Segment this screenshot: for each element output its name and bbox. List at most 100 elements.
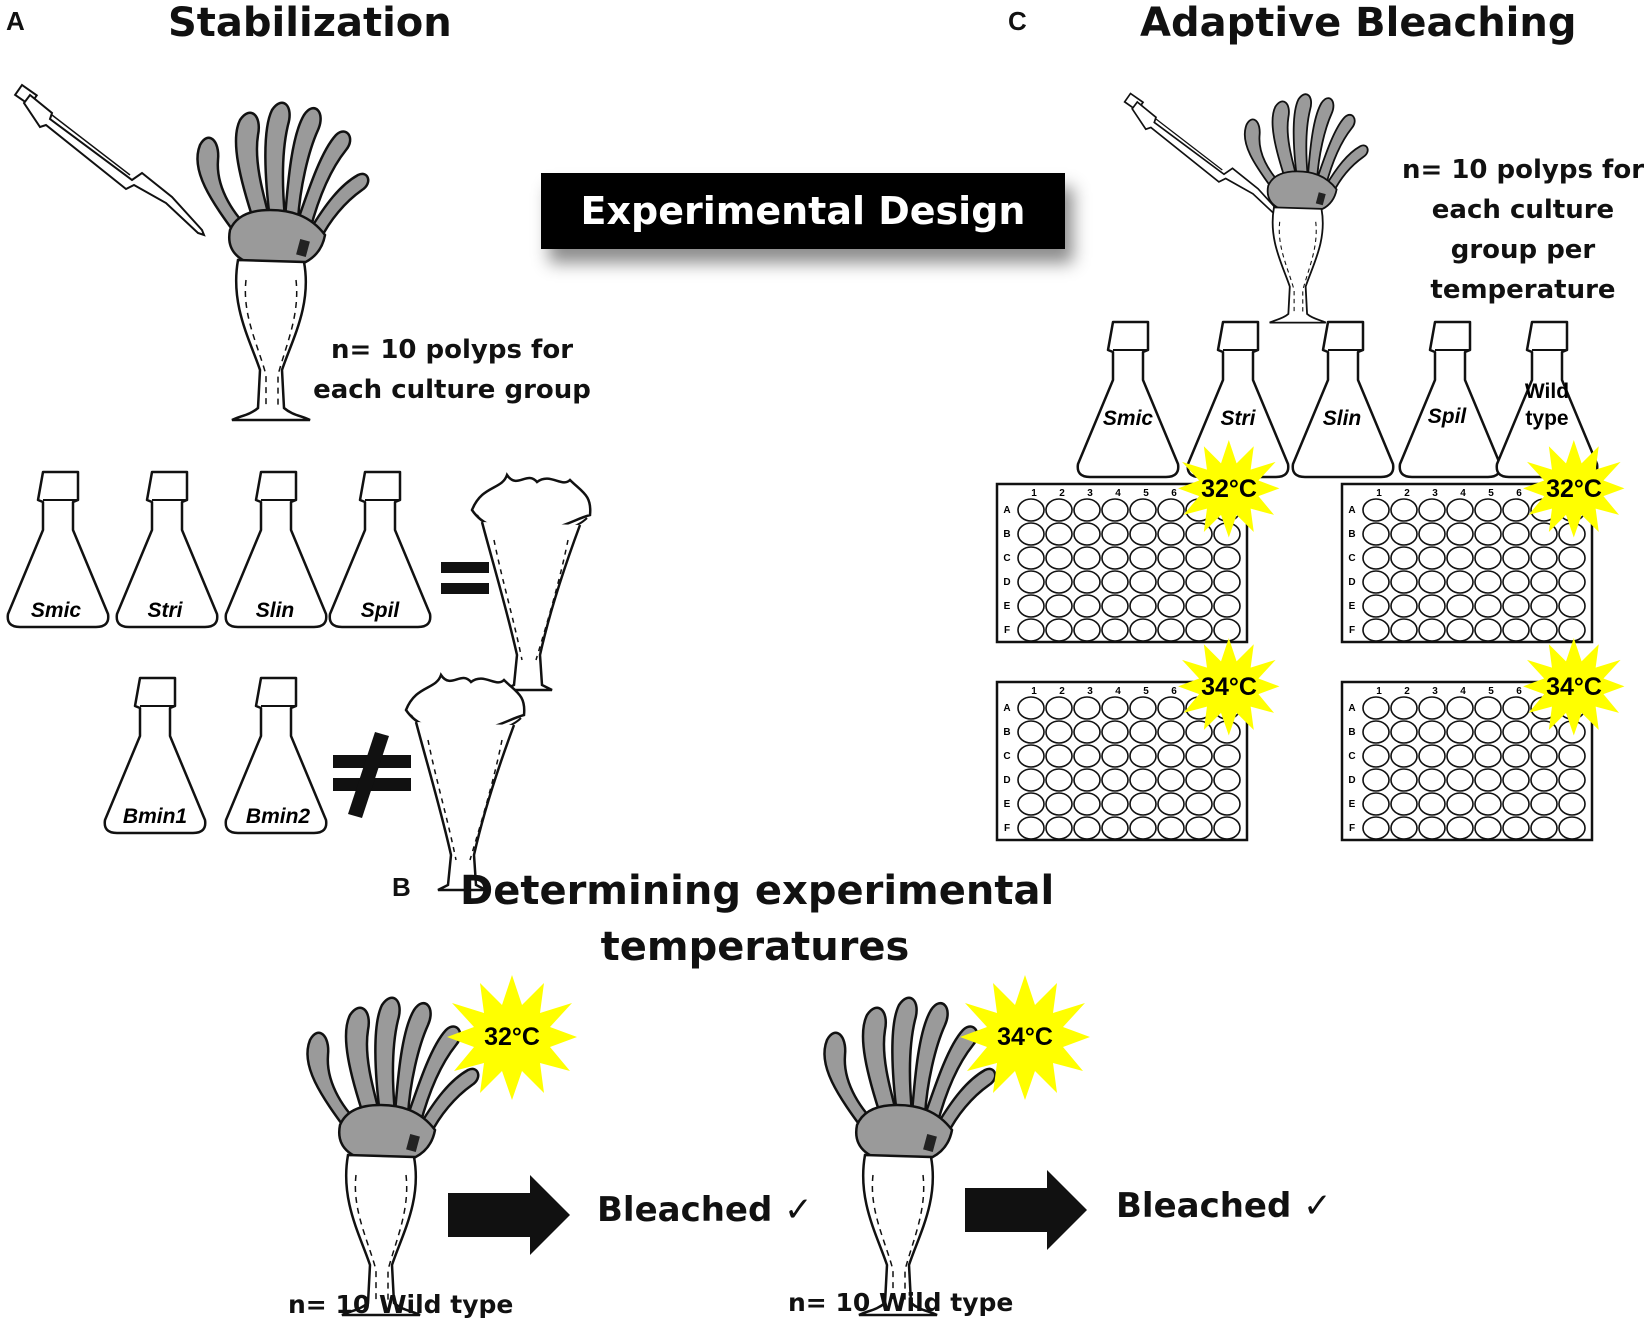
plate-well [1157, 720, 1185, 744]
plate-well [1446, 744, 1474, 768]
plate-row-label: D [1348, 577, 1355, 588]
panel-b-title-line2: temperatures [600, 924, 910, 970]
plate-well [1362, 816, 1390, 840]
plate-well [1213, 618, 1241, 642]
plate-row-label: F [1004, 625, 1010, 636]
plate-well [1045, 720, 1073, 744]
plate-well [1045, 792, 1073, 816]
plate-well [1185, 816, 1213, 840]
plate-row-label: A [1348, 703, 1355, 714]
plate-row-label: A [1003, 703, 1010, 714]
plate-well [1157, 696, 1185, 720]
panel-c-note: n= 10 polyps for each culture group per … [1398, 150, 1648, 310]
flask-label-c-stri: Stri [1220, 407, 1256, 430]
plate-well [1530, 744, 1558, 768]
plate-col-label: 3 [1087, 686, 1093, 697]
plate-well [1502, 816, 1530, 840]
plate-well [1390, 816, 1418, 840]
plate-well [1446, 618, 1474, 642]
flask-label-spil: Spil [361, 599, 401, 622]
plate-well [1558, 816, 1586, 840]
experimental-design-label: Experimental Design [541, 173, 1065, 249]
plate-well [1073, 792, 1101, 816]
plate-well [1474, 498, 1502, 522]
plate-col-label: 3 [1432, 488, 1438, 499]
plate-well [1073, 570, 1101, 594]
plate-well [1101, 618, 1129, 642]
plate-well [1530, 816, 1558, 840]
plate-well [1017, 498, 1045, 522]
plate-row-label: D [1348, 775, 1355, 786]
plate-row-label: C [1348, 751, 1355, 762]
panel-b-title-line1: Determining experimental [460, 868, 1055, 914]
plate-well [1185, 618, 1213, 642]
plate-well [1045, 570, 1073, 594]
plate-well [1530, 792, 1558, 816]
plate-well [1362, 594, 1390, 618]
flask-label-c-slin: Slin [1323, 407, 1362, 430]
panel-a-title: Stabilization [168, 0, 452, 46]
plate-well [1362, 768, 1390, 792]
plate-well [1390, 792, 1418, 816]
plate-well [1502, 696, 1530, 720]
plate-well [1045, 696, 1073, 720]
plate-well [1390, 618, 1418, 642]
plate-well [1101, 570, 1129, 594]
plate-well [1446, 498, 1474, 522]
plate-col-label: 4 [1115, 686, 1121, 697]
panel-c-title: Adaptive Bleaching [1140, 0, 1577, 46]
wildtype-count-left: n= 10 Wild type [288, 1290, 514, 1319]
plate-well [1362, 522, 1390, 546]
plate-well [1101, 816, 1129, 840]
plate-row-label: D [1003, 577, 1010, 588]
plate-well [1073, 696, 1101, 720]
plate-well [1017, 792, 1045, 816]
plate-well [1213, 816, 1241, 840]
plate-well [1185, 546, 1213, 570]
plate-well [1474, 768, 1502, 792]
plate-well [1362, 546, 1390, 570]
plate-well [1129, 816, 1157, 840]
plate-well [1558, 594, 1586, 618]
plate-well [1418, 696, 1446, 720]
plate-well [1474, 546, 1502, 570]
panel-letter-a: A [6, 6, 25, 36]
plate-well [1418, 816, 1446, 840]
plate-well [1418, 546, 1446, 570]
plate-col-label: 4 [1460, 686, 1466, 697]
plate-well [1129, 522, 1157, 546]
plate-row-label: B [1348, 727, 1355, 738]
plate-well [1558, 546, 1586, 570]
plate-well [1045, 522, 1073, 546]
plate-well [1017, 720, 1045, 744]
plate-well [1390, 768, 1418, 792]
plate-col-label: 5 [1143, 488, 1149, 499]
plate-well [1213, 594, 1241, 618]
plate-row-label: A [1003, 505, 1010, 516]
flask-label-bmin1: Bmin1 [123, 805, 187, 828]
plate-well [1157, 522, 1185, 546]
plate-well [1073, 720, 1101, 744]
plate-well [1073, 498, 1101, 522]
plate-well [1101, 744, 1129, 768]
plate-row-label: B [1003, 727, 1010, 738]
plate-row-label: E [1349, 601, 1356, 612]
plate-well [1558, 768, 1586, 792]
plate-well [1474, 618, 1502, 642]
plate-temp-label: 32°C [1201, 475, 1257, 503]
plate-col-label: 2 [1059, 488, 1065, 499]
well-plate-1: 1234567ABCDEF32°C [995, 440, 1280, 644]
plate-well [1558, 792, 1586, 816]
plate-well [1129, 768, 1157, 792]
plate-well [1446, 720, 1474, 744]
plate-well [1446, 792, 1474, 816]
plate-well [1101, 594, 1129, 618]
plate-well [1017, 618, 1045, 642]
plate-well [1390, 594, 1418, 618]
plate-well [1045, 816, 1073, 840]
plate-well [1017, 768, 1045, 792]
bleached-polyp-icon-2 [404, 673, 526, 892]
plate-well [1129, 618, 1157, 642]
